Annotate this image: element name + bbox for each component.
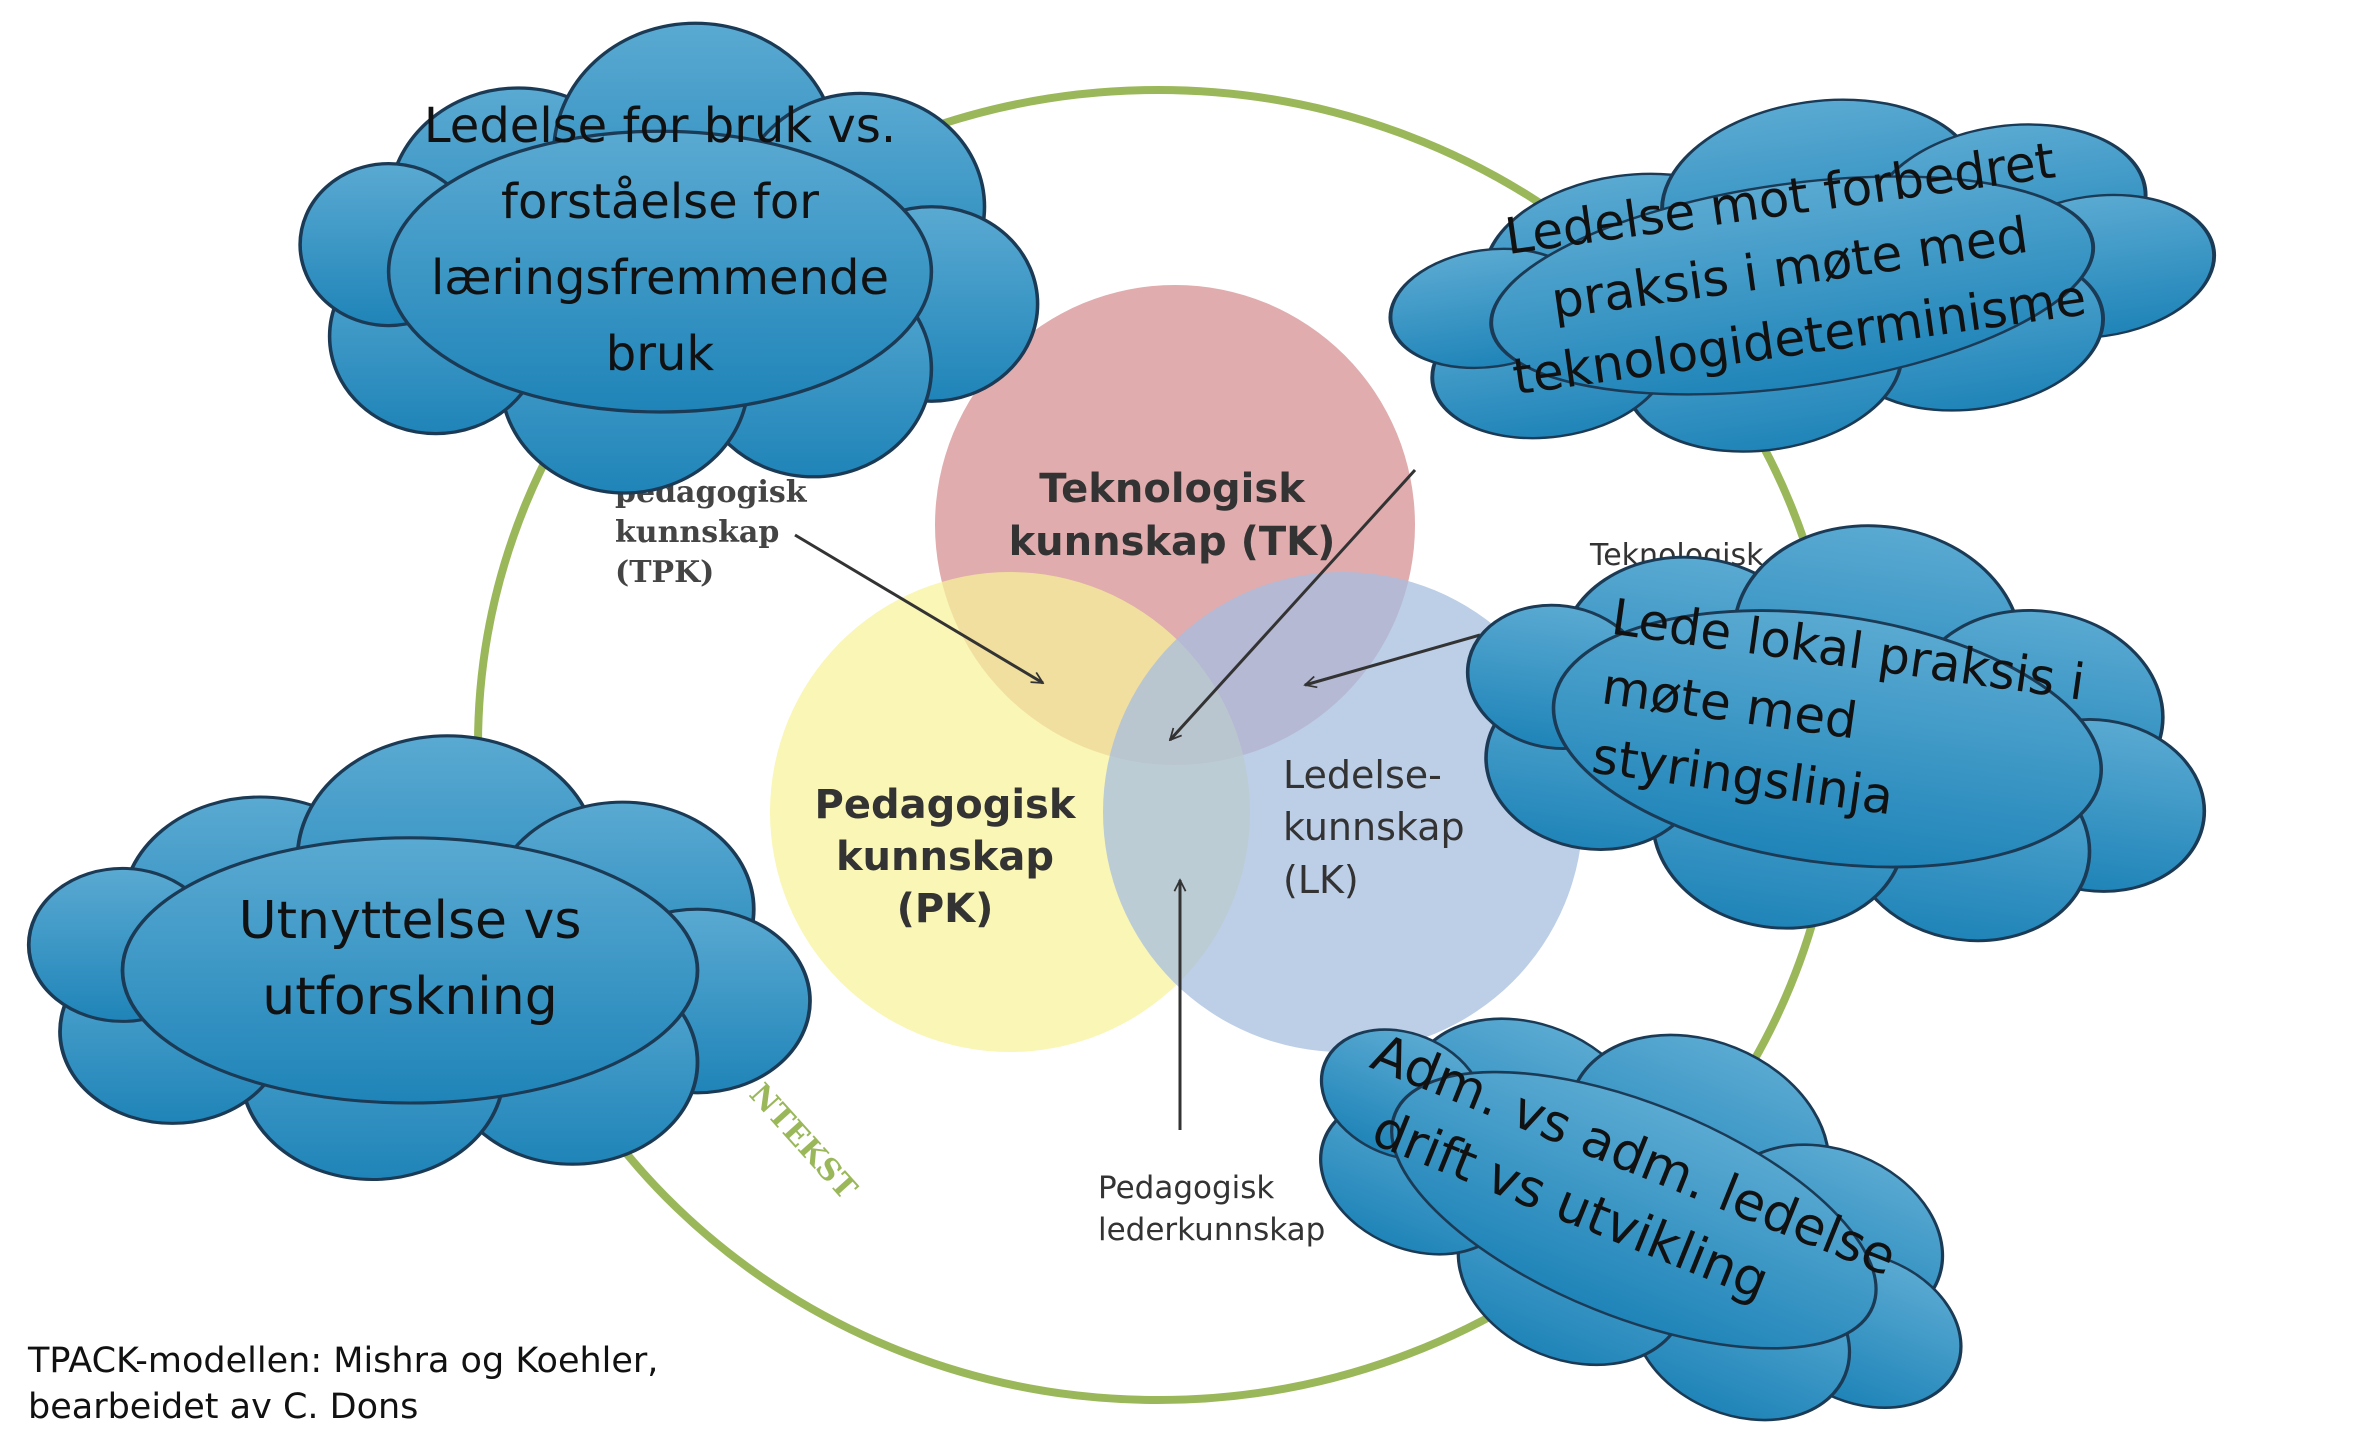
circle-lk <box>1103 572 1583 1052</box>
circle-pk <box>770 572 1250 1052</box>
cloud-4-line1: Utnyttelse vs <box>239 891 582 951</box>
cloud-1-line2: forståelse for <box>501 174 819 230</box>
lk-label-line2: kunnskap <box>1283 805 1465 849</box>
caption-line1: TPACK-modellen: Mishra og Koehler, <box>28 1341 659 1381</box>
pk-label-line2: kunnskap <box>836 834 1054 880</box>
arrow-tlk <box>1305 633 1481 685</box>
cloud-4 <box>26 733 812 1182</box>
lk-label-line1: Ledelse- <box>1283 753 1442 797</box>
tk-label-line2: kunnskap (TK) <box>1009 519 1336 565</box>
cloud-1-line1: Ledelse for bruk vs. <box>424 98 896 154</box>
caption: TPACK-modellen: Mishra og Koehler, bearb… <box>28 1338 658 1430</box>
tpk-label-line2: kunnskap <box>615 515 779 550</box>
pk-label-line3: (PK) <box>897 886 994 932</box>
caption-line2: bearbeidet av C. Dons <box>28 1387 419 1427</box>
pedagogisk-lederkunnskap-line2: lederkunnskap <box>1098 1212 1325 1248</box>
tpk-label-line3: (TPK) <box>615 555 714 590</box>
pk-label-line1: Pedagogisk <box>815 782 1077 828</box>
cloud-4-line2: utforskning <box>262 967 557 1027</box>
cloud-1-line3: læringsfremmende <box>431 250 889 306</box>
cloud-1-line4: bruk <box>606 326 715 382</box>
lk-label-line3: (LK) <box>1283 858 1359 902</box>
kontekst-label: NTEKST <box>742 1077 864 1207</box>
tk-label-line1: Teknologisk <box>1039 466 1306 512</box>
arrow-tpk <box>794 533 1043 685</box>
pedagogisk-lederkunnskap-line1: Pedagogisk <box>1098 1170 1274 1206</box>
arrow-tplk <box>1170 468 1417 740</box>
